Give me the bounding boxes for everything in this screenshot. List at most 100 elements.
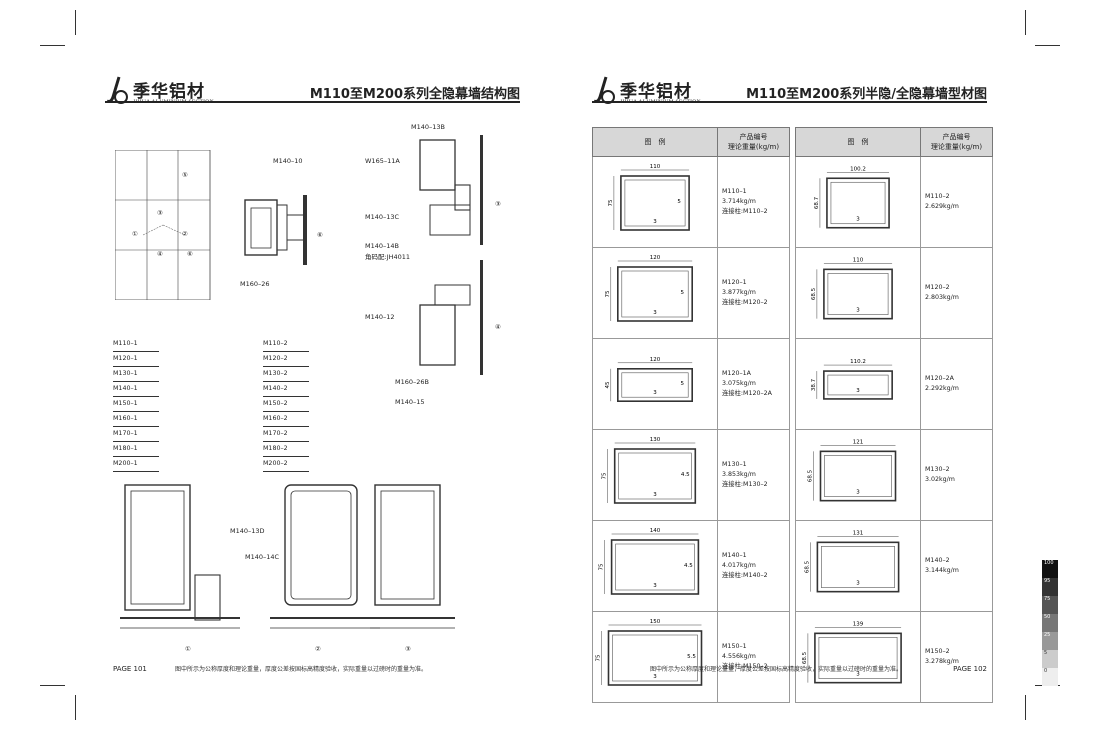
profile-outline (826, 177, 890, 229)
label-m160-26b: M160–26B (395, 378, 429, 386)
profile-weight: 3.877kg/m (722, 289, 756, 296)
profile-inner-outline (827, 374, 889, 396)
height-label: 38.7 (811, 378, 817, 391)
grid-marker-6: ⑥ (187, 250, 193, 258)
width-label: 150 (650, 619, 661, 625)
wall-thickness-label: 3 (856, 490, 860, 496)
profile-outline (610, 539, 700, 595)
color-swatch: 50 (1042, 614, 1058, 632)
profile-code: M120–2A (925, 375, 954, 382)
profile-extra: 连接柱:M120–2 (722, 299, 768, 306)
width-label: 110 (853, 257, 864, 263)
page-number: PAGE 102 (953, 665, 987, 673)
facade-elevation-grid (115, 150, 211, 300)
thickness-label: 4.5 (684, 563, 693, 569)
width-label: 110.2 (850, 359, 866, 365)
profile-drawing: 100.268.73 (814, 166, 890, 229)
model-list-2: M110–2 M120–2 M130–2 M140–2 M150–2 M160–… (263, 337, 309, 472)
profile-extra: 连接柱:M150–2 (722, 663, 768, 670)
page-number: PAGE 101 (113, 665, 147, 673)
grid-marker-2: ② (182, 230, 188, 238)
profile-outline (620, 175, 690, 231)
page-title: M110至M200系列半隐/全隐幕墙型材图 (746, 87, 987, 102)
wall-thickness-label: 3 (653, 583, 657, 589)
wall-thickness-label: 3 (856, 217, 860, 223)
profile-outline (616, 367, 694, 403)
label-m140-12: M140–12 (365, 313, 395, 321)
label-m140-15: M140–15 (395, 398, 425, 406)
model-list-1: M110–1 M120–1 M130–1 M140–1 M150–1 M160–… (113, 337, 159, 472)
profile-code: M130–1 (722, 461, 747, 468)
mullion-section-detail (244, 195, 307, 265)
profile-inner-outline (618, 452, 692, 500)
list-item: M160–2 (263, 412, 309, 427)
right-page: 季华铝材 JIHUA ALUMINIUM SECTION M110至M200系列… (550, 45, 1025, 703)
list-item: M130–1 (113, 367, 159, 382)
profile-weight: 3.075kg/m (722, 380, 756, 387)
list-item: M120–2 (263, 352, 309, 367)
profile-inner-outline (621, 270, 689, 318)
left-page: 季华铝材 JIHUA ALUMINIUM SECTION M110至M200系列… (75, 45, 550, 685)
width-label: 131 (853, 530, 864, 536)
profile-weight: 2.292kg/m (925, 385, 959, 392)
list-item: M150–2 (263, 397, 309, 412)
color-swatch: 95 (1042, 578, 1058, 596)
profile-inner-outline (624, 179, 686, 227)
wall-thickness-label: 3 (653, 219, 657, 225)
profile-weight: 2.629kg/m (925, 203, 959, 210)
width-label: 139 (853, 621, 864, 627)
list-item: M170–1 (113, 427, 159, 442)
profile-weight: 4.017kg/m (722, 562, 756, 569)
title-rule (592, 101, 987, 103)
thickness-label: 5.5 (687, 654, 696, 660)
title-rule (105, 101, 520, 103)
profile-inner-outline (615, 543, 695, 591)
profile-inner-outline (612, 634, 698, 682)
list-item: M160–1 (113, 412, 159, 427)
profile-extra: 连接柱:M140–2 (722, 572, 768, 579)
width-label: 120 (650, 255, 661, 261)
section-marker-1: ① (185, 645, 191, 653)
color-swatch: 75 (1042, 596, 1058, 614)
profile-code: M120–2 (925, 284, 950, 291)
col-code-weight: 产品编号理论重量(kg/m) (920, 127, 993, 157)
grid-marker-1: ① (132, 230, 138, 238)
list-item: M140–2 (263, 382, 309, 397)
thickness-label: 4.5 (681, 472, 690, 478)
profile-weight: 3.278kg/m (925, 658, 959, 665)
profile-code: M120–1A (722, 370, 751, 377)
width-label: 110 (650, 164, 661, 170)
transom-section-upper (419, 135, 483, 245)
callout-4: ④ (495, 323, 501, 331)
section-marker-2: ② (315, 645, 321, 653)
height-label: 68.5 (802, 651, 808, 664)
profile-info: M120–2A 2.292kg/m (920, 338, 993, 430)
wall-thickness-label: 3 (653, 492, 657, 498)
profile-code: M150–2 (925, 648, 950, 655)
label-corner-bracket: 角码配:JH4011 (365, 253, 411, 261)
label-m140-13c: M140–13C (365, 213, 400, 221)
